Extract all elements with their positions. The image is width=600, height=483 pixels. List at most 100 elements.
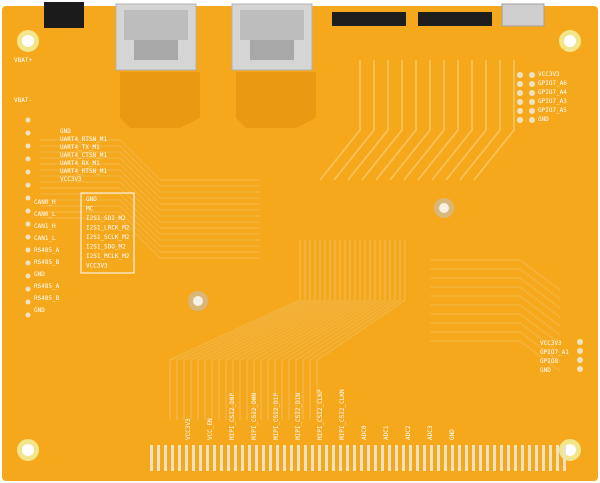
signal-trace	[430, 277, 561, 309]
i2s-label: VCC3V3	[86, 263, 108, 270]
header-pad	[577, 366, 583, 372]
bottom-label: VCC_EN	[207, 418, 214, 440]
header-pad	[529, 72, 535, 78]
connector-pin	[276, 445, 279, 471]
i2s-silkscreen-box	[80, 192, 135, 274]
signal-trace	[40, 187, 260, 229]
header-pad	[25, 195, 31, 201]
mounting-hole-icon	[559, 30, 581, 52]
connector-pin	[556, 445, 559, 471]
signal-trace	[40, 145, 260, 187]
connector-pin	[220, 445, 223, 471]
connector-pin	[549, 445, 552, 471]
signal-trace	[430, 340, 561, 372]
connector-pin	[171, 445, 174, 471]
signal-trace	[459, 60, 501, 181]
connector-pin	[381, 445, 384, 471]
signal-trace	[431, 60, 473, 181]
connector-pin	[493, 445, 496, 471]
usb-port-icon	[501, 3, 545, 27]
left-pin-label: RS485_A	[34, 283, 60, 290]
bottom-label: VCC3V3	[185, 418, 192, 440]
connector-pin	[479, 445, 482, 471]
header-pad	[529, 117, 535, 123]
header-pad	[25, 208, 31, 214]
signal-trace	[375, 60, 417, 181]
connector-pin	[528, 445, 531, 471]
connector-pin	[458, 445, 461, 471]
connector-pin	[374, 445, 377, 471]
header-pad	[529, 108, 535, 114]
signal-trace	[389, 60, 431, 181]
left-pin-label: CAN0_H	[34, 199, 56, 206]
signal-trace	[430, 268, 561, 300]
gpio-top-label: VCC3V3	[538, 71, 560, 78]
connector-pin	[304, 445, 307, 471]
hdmi-port-icon	[418, 12, 492, 26]
i2s-label: I2S1_SDO_M2	[86, 244, 126, 251]
bus-trace	[309, 240, 401, 420]
signal-trace	[473, 60, 515, 181]
header-pad	[577, 339, 583, 345]
connector-pin	[402, 445, 405, 471]
signal-trace	[430, 286, 561, 318]
connector-pin	[360, 445, 363, 471]
connector-pin	[192, 445, 195, 471]
gpio-bottom-label: VCC3V3	[540, 340, 562, 347]
connector-pin	[542, 445, 545, 471]
bottom-label: GND	[449, 429, 456, 440]
header-pad	[25, 286, 31, 292]
connector-pin	[157, 445, 160, 471]
bottom-label: MIPI_CSI2_D1N	[295, 393, 302, 440]
ethernet-port-icon	[115, 3, 197, 71]
i2s-label: I2S1_SCLK_M2	[86, 234, 130, 241]
left-pin-label: RS485_B	[34, 259, 60, 266]
signal-trace	[40, 157, 260, 199]
connector-pin	[472, 445, 475, 471]
signal-trace	[333, 60, 375, 181]
bus-trace	[176, 240, 306, 420]
connector-pin	[451, 445, 454, 471]
signal-trace	[40, 169, 260, 211]
left-pin-label: RS485_B	[34, 295, 60, 302]
connector-pin	[199, 445, 202, 471]
connector-pin	[416, 445, 419, 471]
connector-pin	[178, 445, 181, 471]
signal-trace	[430, 295, 561, 327]
header-pad	[577, 348, 583, 354]
header-pad	[25, 299, 31, 305]
mounting-hole-icon	[559, 439, 581, 461]
connector-pin	[227, 445, 230, 471]
hdmi-port-icon	[332, 12, 406, 26]
header-pad	[25, 169, 31, 175]
signal-trace	[417, 60, 459, 181]
bus-trace	[246, 240, 356, 420]
connector-pin	[164, 445, 167, 471]
vbat-minus-label: VBAT-	[14, 97, 32, 104]
signal-trace	[40, 211, 260, 253]
connector-pin	[535, 445, 538, 471]
header-pad	[25, 234, 31, 240]
header-pad	[517, 108, 523, 114]
bottom-label: ADC1	[383, 425, 390, 440]
connector-pin	[297, 445, 300, 471]
header-pad	[25, 273, 31, 279]
bus-trace	[253, 240, 361, 420]
bottom-label: ADC0	[361, 425, 368, 440]
bus-trace	[267, 240, 371, 420]
signal-trace	[319, 60, 361, 181]
connector-pin	[213, 445, 216, 471]
connector-pin	[500, 445, 503, 471]
gpio-bottom-label: GPIO7_A1	[540, 349, 569, 356]
connector-pin	[339, 445, 342, 471]
left-pin-label: RS485_A	[34, 247, 60, 254]
connector-pin	[269, 445, 272, 471]
bus-trace	[288, 240, 386, 420]
bus-trace	[281, 240, 381, 420]
connector-pin	[248, 445, 251, 471]
connector-pin	[437, 445, 440, 471]
connector-pin	[521, 445, 524, 471]
signal-trace	[361, 60, 403, 181]
